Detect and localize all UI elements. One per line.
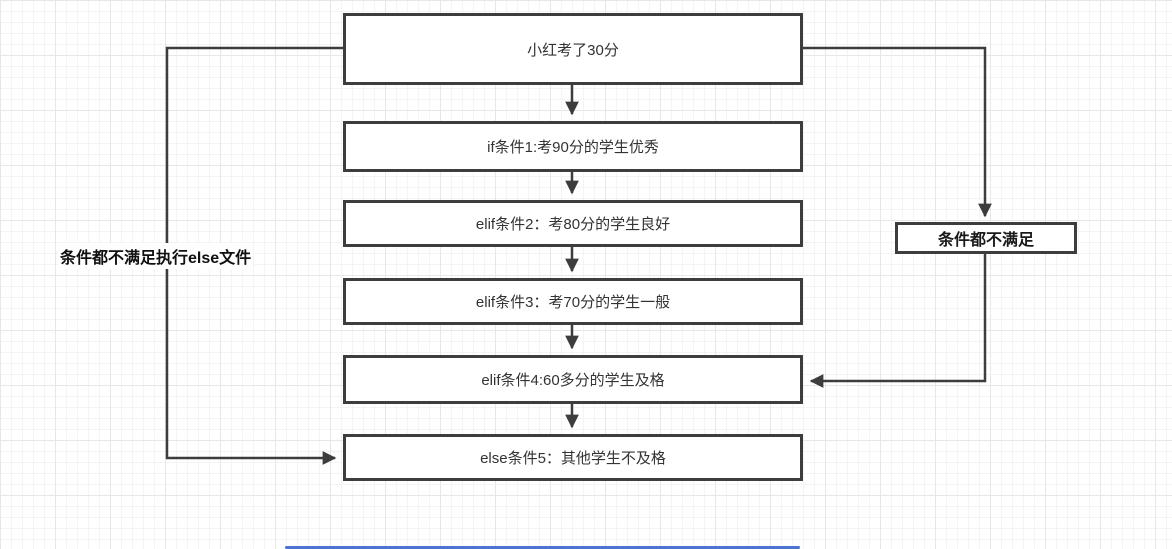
node-if-condition-1[interactable]: if条件1:考90分的学生优秀 [343,121,803,172]
horizontal-scrollbar-thumb[interactable] [285,546,800,549]
node-elif-condition-3[interactable]: elif条件3：考70分的学生一般 [343,278,803,325]
node-no-condition-matched[interactable]: 条件都不满足 [895,222,1077,254]
node-else-condition-5[interactable]: else条件5：其他学生不及格 [343,434,803,481]
node-elif-condition-4[interactable]: elif条件4:60多分的学生及格 [343,355,803,404]
arrow-nomatch-to-elif4[interactable] [809,254,987,388]
node-elif-condition-2[interactable]: elif条件2：考80分的学生良好 [343,200,803,247]
node-start[interactable]: 小红考了30分 [343,13,803,85]
arrow-start-to-nomatch[interactable] [803,46,992,218]
edge-label-else-branch[interactable]: 条件都不满足执行else文件 [58,243,254,269]
